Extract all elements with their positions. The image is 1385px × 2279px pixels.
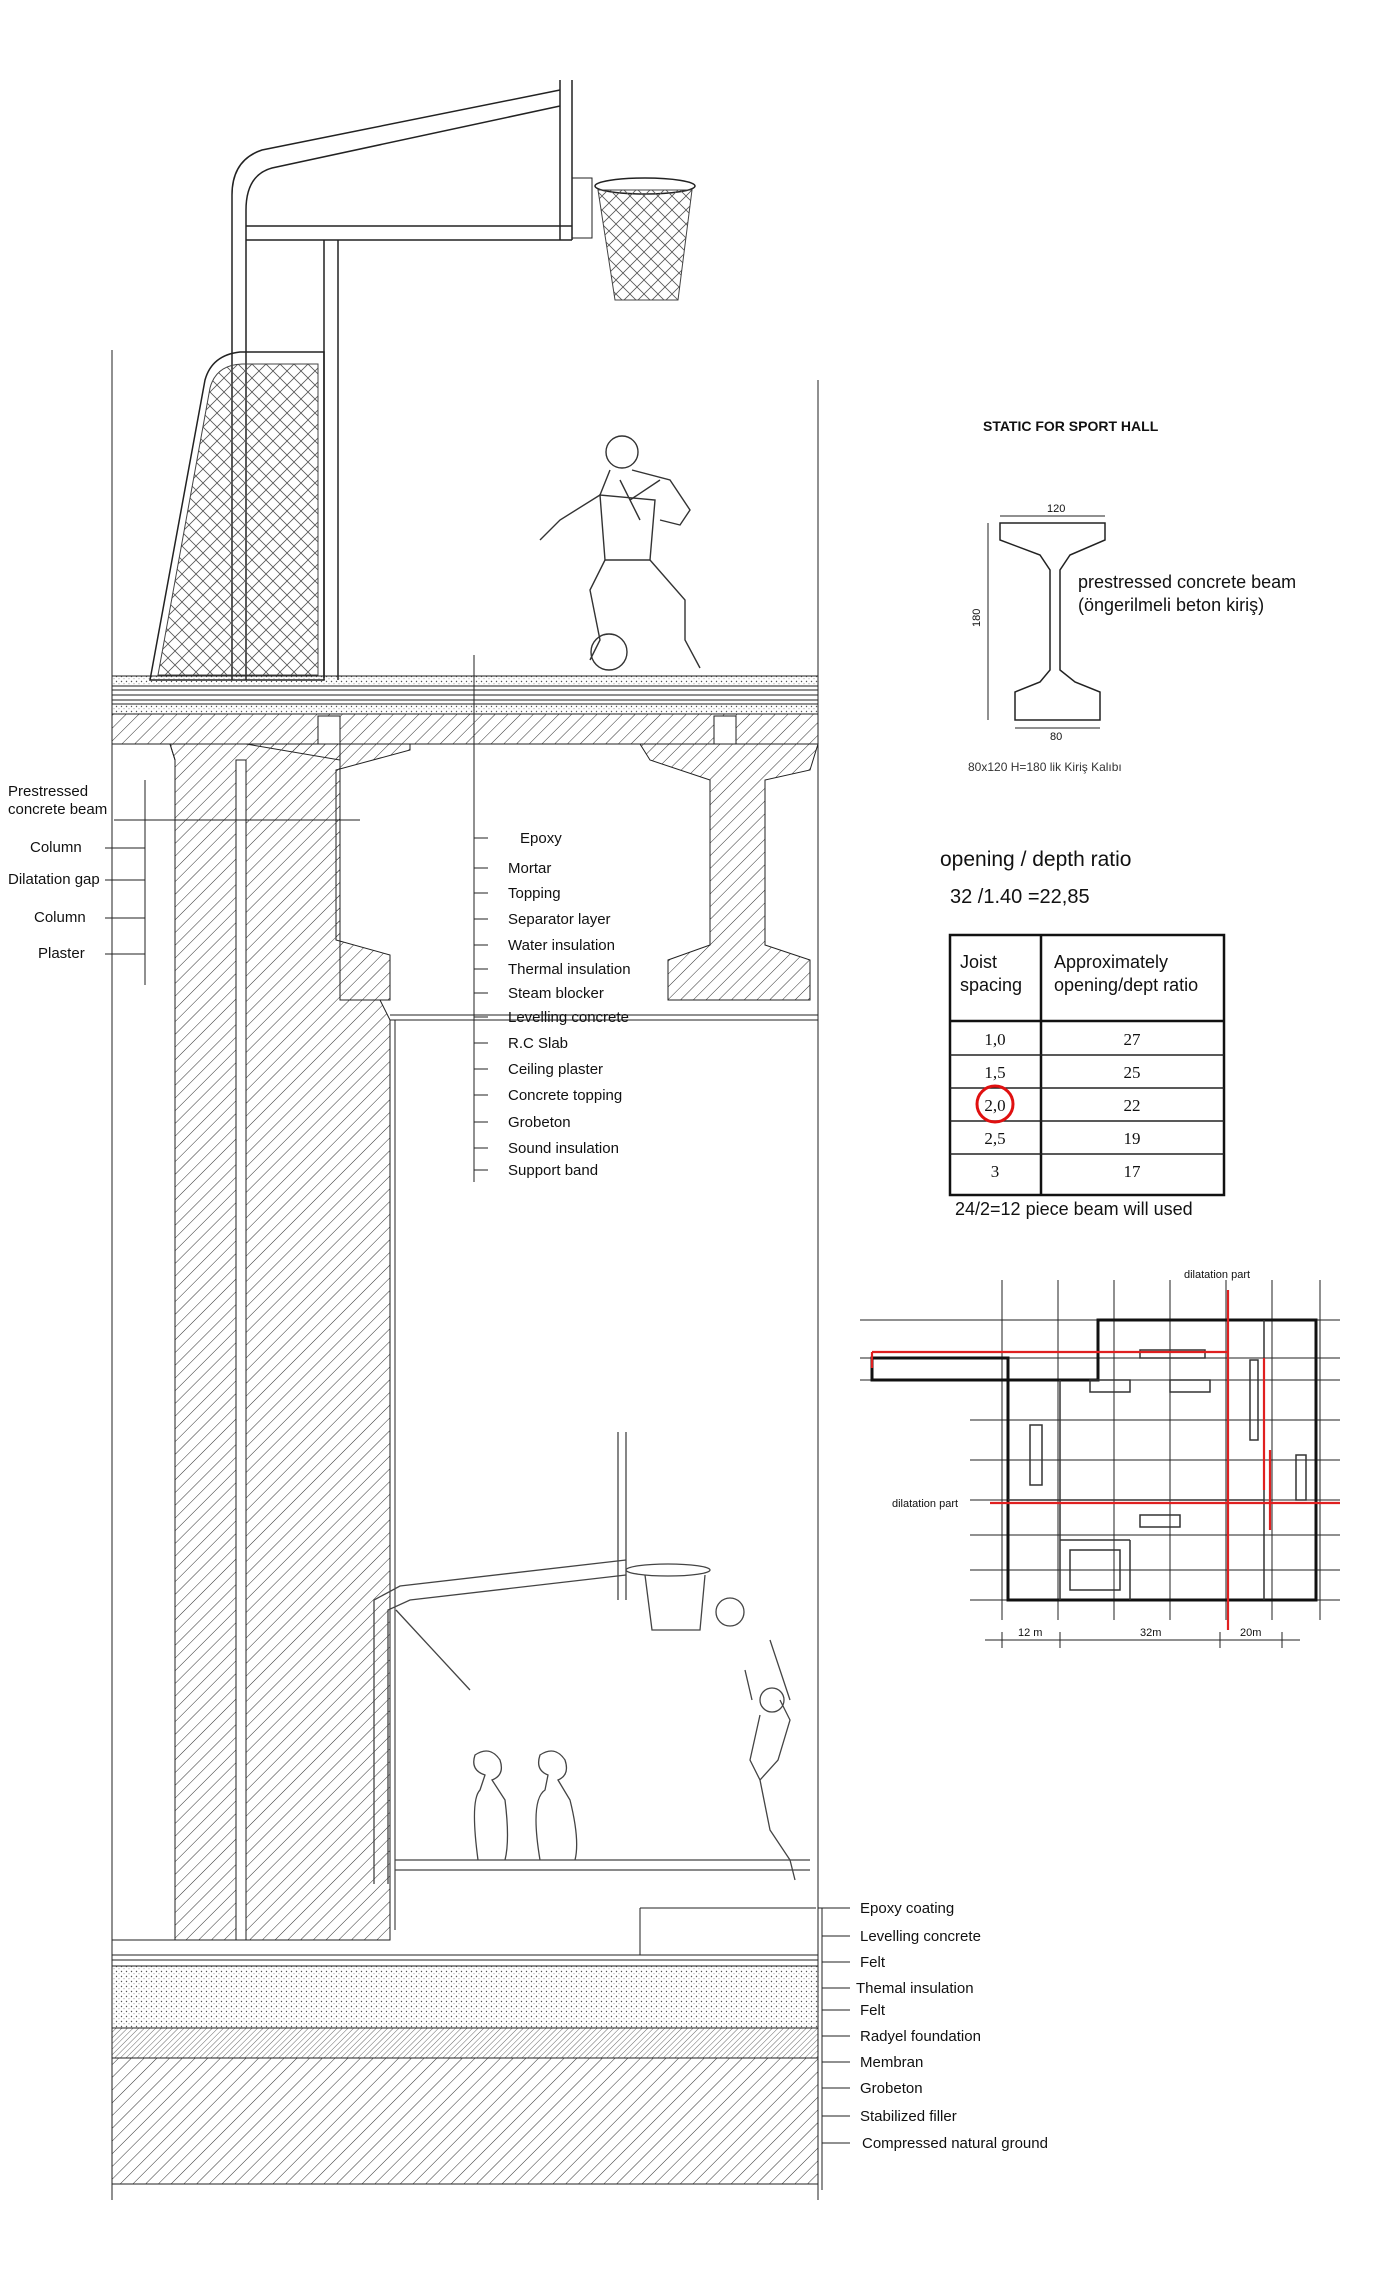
ratio-formula: 32 /1.40 =22,85 <box>950 886 1090 908</box>
floor-layer-label: Compressed natural ground <box>862 2135 1048 2152</box>
ratio-cell: 17 <box>1124 1162 1142 1181</box>
floor-layer-label: Themal insulation <box>856 1980 974 1997</box>
label-concrete-beam: concrete beam <box>8 801 107 818</box>
floor-layer-label: Felt <box>860 1954 886 1971</box>
label-prestressed: Prestressed <box>8 783 88 800</box>
beam-cross-section <box>999 522 1106 721</box>
roof-layer-label: Separator layer <box>508 911 611 928</box>
roof-layer-label: Sound insulation <box>508 1140 619 1157</box>
plan-dim-20m: 20m <box>1240 1627 1261 1639</box>
ratio-section: opening / depth ratio 32 /1.40 =22,85 Jo… <box>940 848 1226 1219</box>
ratio-table: Joist spacing Approximately opening/dept… <box>948 933 1226 1197</box>
plan-dim-32m: 32m <box>1140 1627 1161 1639</box>
main-column <box>111 743 396 1941</box>
left-labels: Prestressed concrete beam Column Dilatat… <box>8 780 360 985</box>
plan-label-left: dilatation part <box>892 1498 958 1510</box>
label-column-1: Column <box>30 839 82 856</box>
static-section: STATIC FOR SPORT HALL 120 180 80 prestre… <box>968 418 1296 774</box>
label-dilatation-gap: Dilatation gap <box>8 871 100 888</box>
header-approximately: Approximately <box>1054 952 1168 972</box>
roof-layer-label: Thermal insulation <box>508 961 631 978</box>
ratio-cell: 19 <box>1124 1129 1141 1148</box>
roof-layer-label: Grobeton <box>508 1114 571 1131</box>
floor-layer-label: Membran <box>860 2054 923 2071</box>
beam-caption: 80x120 H=180 lik Kiriş Kalıbı <box>968 760 1122 774</box>
highlight-circle <box>975 1084 1015 1124</box>
floor-layer-label: Levelling concrete <box>860 1928 981 1945</box>
floor-layer-label: Epoxy coating <box>860 1900 954 1917</box>
ratio-note: 24/2=12 piece beam will used <box>955 1199 1193 1219</box>
floor-layer-label: Felt <box>860 2002 886 2019</box>
label-plaster: Plaster <box>38 945 85 962</box>
hoop-bottom-illustration <box>373 1432 810 1884</box>
dim-side: 180 <box>971 609 983 627</box>
floor-layer-label: Radyel foundation <box>860 2028 981 2045</box>
ratio-cell: 22 <box>1124 1096 1141 1115</box>
ratio-title: opening / depth ratio <box>940 848 1131 871</box>
roof-layer-label: Support band <box>508 1162 598 1179</box>
joist-spacing-cell: 2,5 <box>984 1129 1005 1148</box>
joist-spacing-cell: 3 <box>991 1162 1000 1181</box>
roof-layer-label: Levelling concrete <box>508 1009 629 1026</box>
joist-spacing-cell: 1,5 <box>984 1063 1005 1082</box>
beam-label-1: prestressed concrete beam <box>1078 572 1296 592</box>
roof-layer-label: R.C Slab <box>508 1035 568 1052</box>
player-dribbling-figure <box>539 435 701 671</box>
header-opening-ratio: opening/dept ratio <box>1054 975 1198 995</box>
floor-layer-label: Grobeton <box>860 2080 923 2097</box>
joist-spacing-cell: 2,0 <box>984 1096 1005 1115</box>
hoop-top-illustration <box>149 80 696 681</box>
roof-layer-label: Ceiling plaster <box>508 1061 603 1078</box>
floor-layer-label: Stabilized filler <box>860 2108 957 2125</box>
ratio-cell: 27 <box>1124 1030 1142 1049</box>
dim-top: 120 <box>1047 503 1065 515</box>
beam-label-2: (öngerilmeli beton kiriş) <box>1078 595 1264 615</box>
roof-layer-label: Mortar <box>508 860 551 877</box>
roof-layer-label: Water insulation <box>508 937 615 954</box>
joist-spacing-cell: 1,0 <box>984 1030 1005 1049</box>
roof-layer-label: Concrete topping <box>508 1087 622 1104</box>
plan-label-top: dilatation part <box>1184 1269 1250 1281</box>
header-joist: Joist <box>960 952 997 972</box>
ratio-cell: 25 <box>1124 1063 1141 1082</box>
floor-plan: dilatation part dilatation part 12 m 32m… <box>860 1269 1340 1648</box>
floor-foundation <box>111 1954 819 2185</box>
roof-layer-label: Topping <box>508 885 561 902</box>
static-title: STATIC FOR SPORT HALL <box>983 418 1159 434</box>
label-column-2: Column <box>34 909 86 926</box>
roof-assembly <box>111 675 819 745</box>
plan-dim-12m: 12 m <box>1018 1627 1042 1639</box>
dim-bottom: 80 <box>1050 731 1062 743</box>
roof-layer-label: Epoxy <box>520 830 562 847</box>
header-spacing: spacing <box>960 975 1022 995</box>
roof-layer-label: Steam blocker <box>508 985 604 1002</box>
